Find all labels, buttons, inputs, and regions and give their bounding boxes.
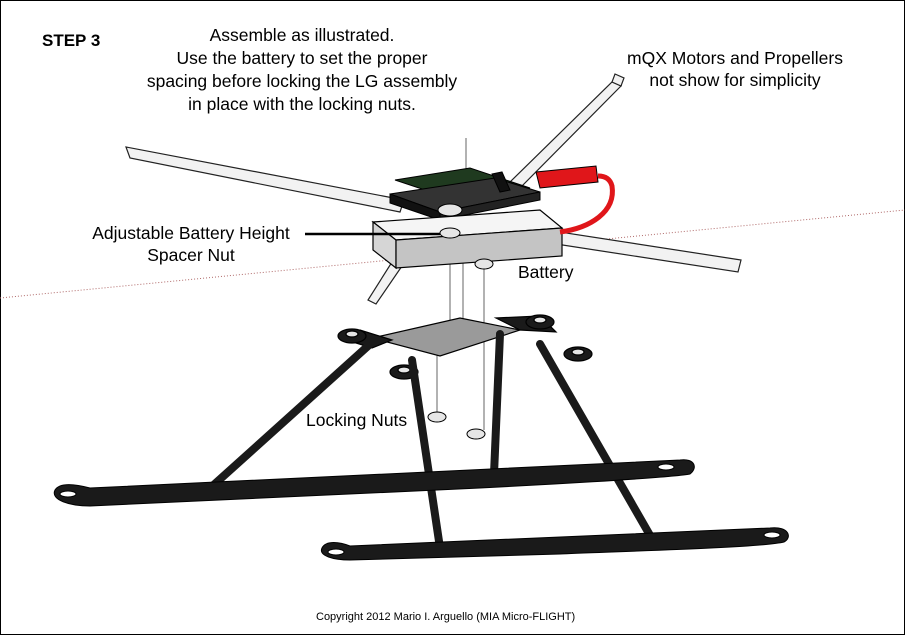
locking-nuts — [427, 411, 486, 440]
motors-note-line-1: mQX Motors and Propellers — [627, 48, 843, 68]
instructions-line-1: Assemble as illustrated. — [209, 25, 395, 45]
skid-rear — [320, 527, 789, 561]
frame-arm-right — [555, 231, 742, 273]
instructions-line-4: in place with the locking nuts. — [188, 94, 416, 114]
frame-arm-left — [125, 146, 405, 213]
gear-mount-plate — [337, 314, 593, 380]
frame-arms — [125, 73, 742, 305]
motors-note: mQX Motors and Propellers not show for s… — [600, 47, 870, 91]
instructions-line-2: Use the battery to set the proper — [176, 48, 428, 68]
copyright-text: Copyright 2012 Mario I. Arguello (MIA Mi… — [316, 611, 576, 623]
locking-nuts-label: Locking Nuts — [306, 410, 408, 430]
landing-skids — [53, 459, 789, 561]
motors-note-line-2: not show for simplicity — [649, 70, 821, 90]
spacer-nut-label-line-2: Spacer Nut — [147, 245, 235, 265]
spacer-nuts — [437, 203, 494, 270]
step-label: STEP 3 — [42, 31, 101, 50]
instructions-text: Assemble as illustrated. Use the battery… — [112, 24, 492, 116]
frame-arm-top-end — [611, 73, 625, 87]
battery-label: Battery — [518, 262, 574, 282]
landing-gear-legs — [204, 330, 659, 552]
instructions-line-3: spacing before locking the LG assembly — [146, 71, 458, 91]
battery — [371, 209, 564, 270]
spacer-nut-label: Adjustable Battery Height Spacer Nut — [56, 222, 326, 266]
spacer-nut-label-line-1: Adjustable Battery Height — [92, 223, 290, 243]
battery-connector — [535, 165, 615, 235]
skid-front — [53, 459, 695, 507]
control-board — [389, 167, 541, 221]
